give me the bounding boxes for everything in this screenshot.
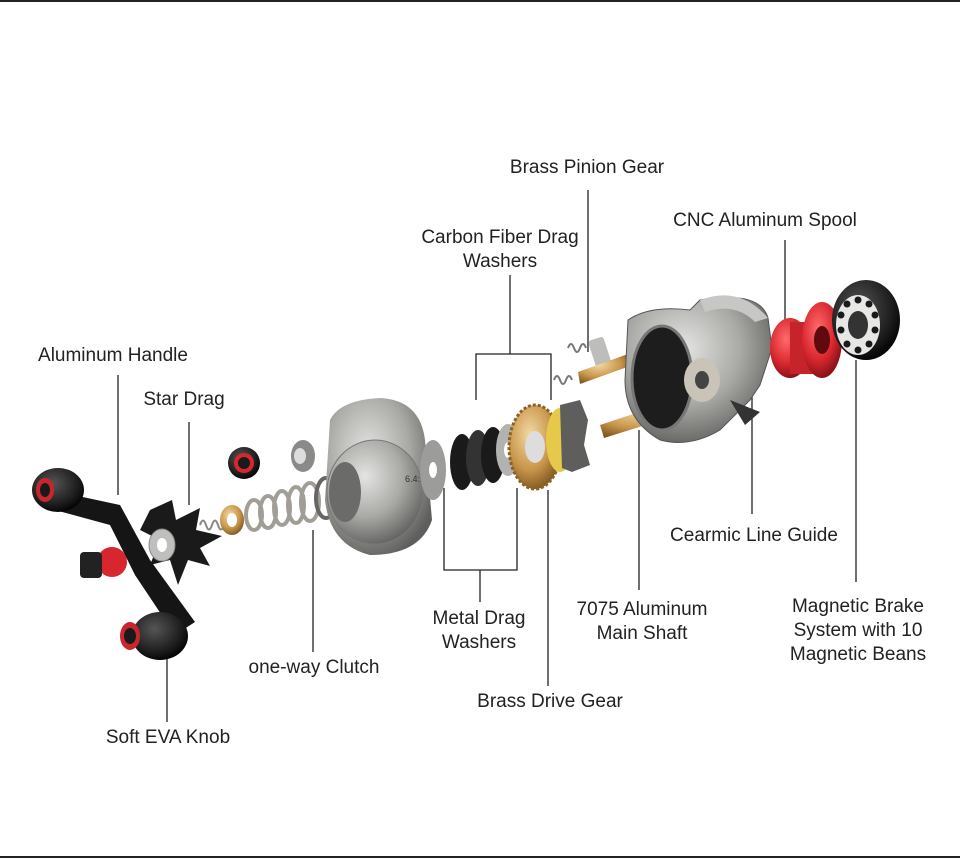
handle-nut-icon [80,552,102,578]
label-carbon-fiber-drag-washers: Carbon Fiber Drag Washers [421,227,579,272]
brass-drive-gear [507,400,590,491]
handle-arm-icon [50,490,195,635]
handle-assembly [32,468,222,660]
star-drag-icon [140,500,222,585]
top-border [0,0,960,2]
pinion-assembly [553,337,630,385]
anti-reverse-gear-icon [560,400,590,472]
bottom-border [0,856,960,858]
pinion-spring-icon [567,343,587,353]
handle-nut-plate-icon [97,547,127,577]
label-cearmic-line-guide: Cearmic Line Guide [670,525,838,546]
cnc-spool [770,302,842,378]
label-7075-aluminum-main-shaft: 7075 Aluminum Main Shaft [576,599,708,644]
label-aluminum-handle: Aluminum Handle [38,345,188,366]
gear-ratio-marking: 6.4:1 [405,474,425,484]
spring-icon [199,519,225,531]
label-one-way-clutch: one-way Clutch [248,657,380,678]
drag-washer-stack [420,424,520,500]
side-plate: 6.4:1 [291,398,432,555]
label-brass-pinion-gear: Brass Pinion Gear [509,157,665,178]
leader-metal-bracket [443,488,518,571]
label-metal-drag-washers: Metal Drag Washers [432,608,526,653]
soft-eva-knob-icon [132,612,188,660]
leader-carbon-bracket [475,353,552,400]
magnetic-brake [832,280,900,360]
label-star-drag: Star Drag [143,389,225,410]
clutch-parts [199,447,338,535]
label-soft-eva-knob: Soft EVA Knob [105,727,231,748]
label-cnc-aluminum-spool: CNC Aluminum Spool [673,210,857,231]
label-magnetic-brake-system: Magnetic Brake System with 10 Magnetic B… [789,596,927,665]
reel-frame [624,295,773,443]
brass-pinion-gear-icon [578,354,630,384]
label-brass-drive-gear: Brass Drive Gear [477,691,623,712]
